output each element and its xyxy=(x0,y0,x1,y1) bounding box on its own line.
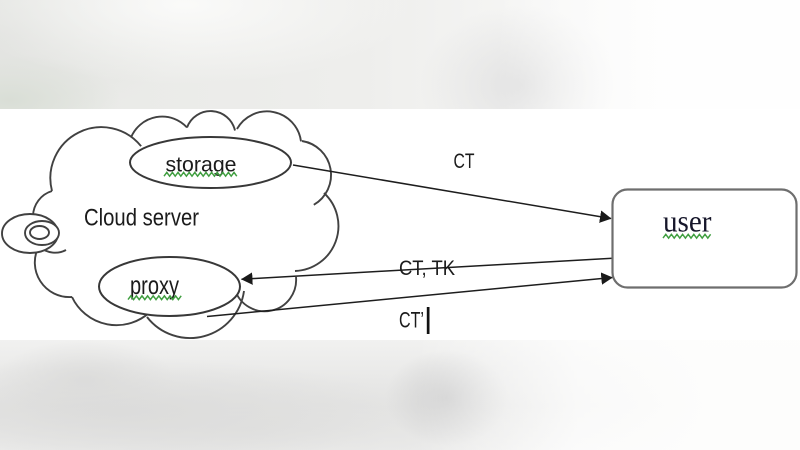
svg-text:CT’: CT’ xyxy=(399,308,424,333)
svg-text:Cloud server: Cloud server xyxy=(84,205,199,232)
svg-text:CT, TK: CT, TK xyxy=(399,257,455,280)
svg-text:CT: CT xyxy=(454,150,475,173)
svg-text:proxy: proxy xyxy=(130,270,179,300)
svg-text:storage: storage xyxy=(166,154,237,177)
svg-text:user: user xyxy=(663,204,712,239)
